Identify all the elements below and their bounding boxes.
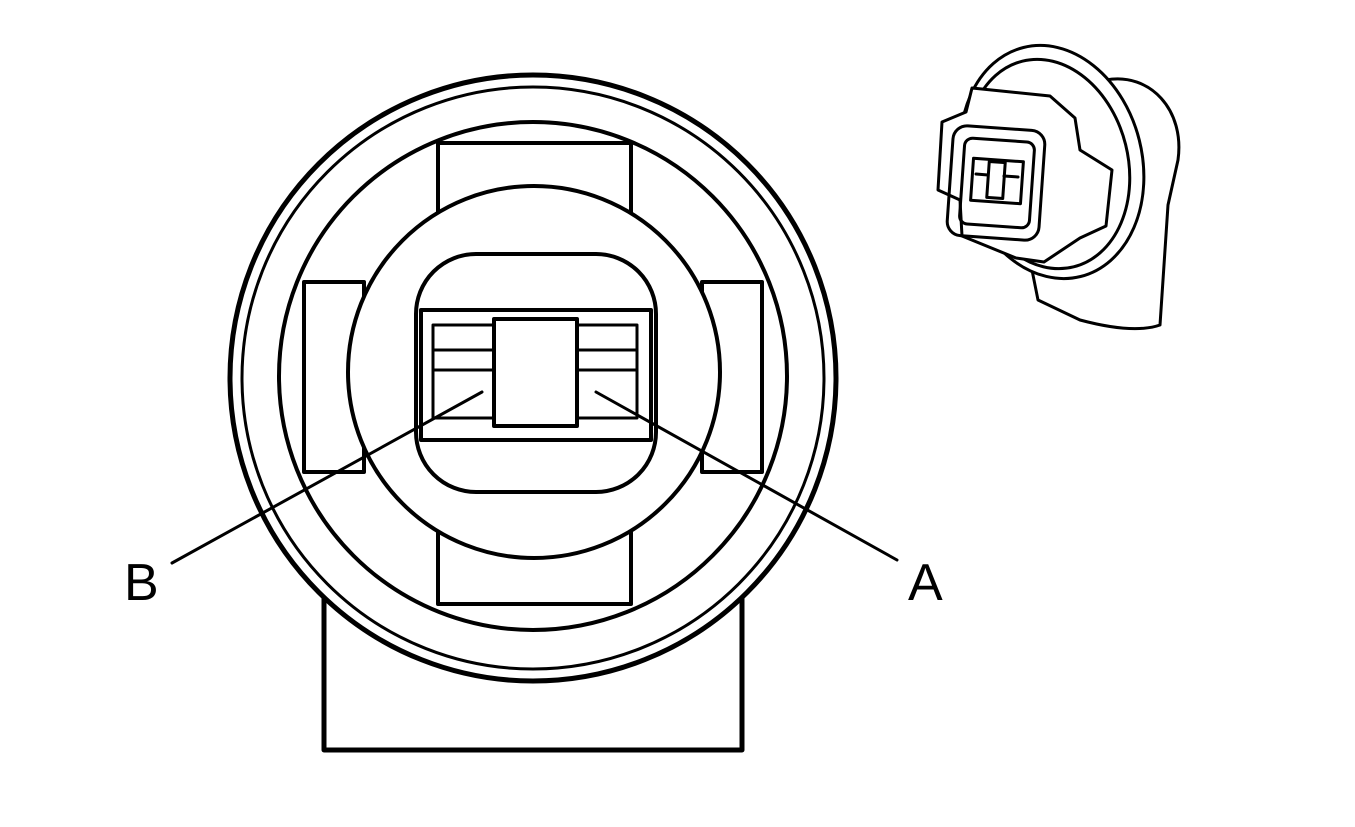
callout-label-b: B: [124, 554, 159, 612]
iso-shroud: [936, 86, 1114, 264]
terminal-housing: [414, 252, 658, 494]
callouts: B A: [124, 390, 943, 612]
iso-shroud-face-inner: [958, 136, 1036, 230]
seal-ring: [277, 120, 789, 632]
terminal-slot-frame: [419, 308, 653, 442]
leader-line-b: [170, 390, 484, 565]
connector-face-view: [227, 72, 839, 753]
iso-terminal-b: [974, 172, 990, 177]
iso-shroud-face: [945, 124, 1047, 242]
outer-ring-inner-edge: [240, 85, 826, 671]
leader-line-a: [594, 390, 899, 562]
iso-terminal-a: [1002, 174, 1020, 179]
iso-terminals: [969, 156, 1025, 206]
callout-label-a: A: [908, 554, 943, 612]
connector-isometric-view: [936, 43, 1181, 331]
iso-center-key: [985, 159, 1007, 201]
center-key: [492, 317, 579, 428]
